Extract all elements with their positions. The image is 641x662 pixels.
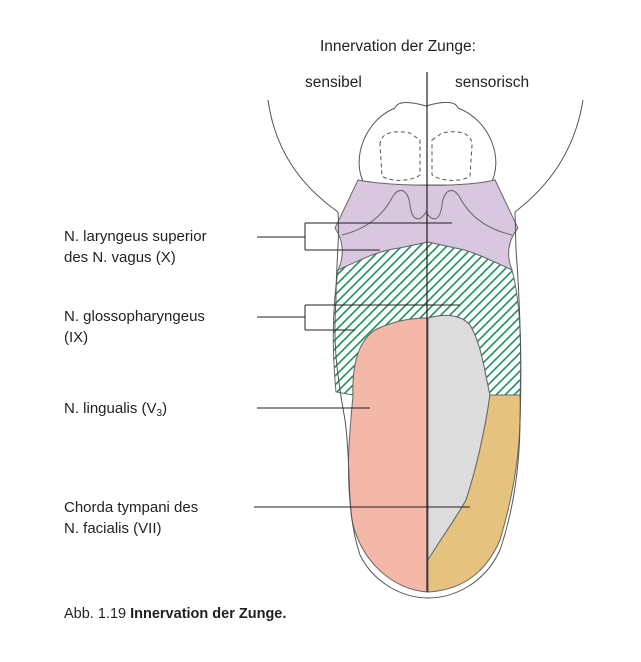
label-chorda-line2: N. facialis (VII) (64, 520, 162, 537)
leader-lines (254, 222, 470, 508)
right-side-label: sensorisch (455, 74, 530, 91)
chorda-tympani-region (427, 394, 521, 593)
label-laryngeus-line1: N. laryngeus superior (64, 228, 207, 245)
label-lingualis-close: ) (162, 400, 168, 417)
caption-title: Innervation der Zunge. (130, 606, 287, 622)
label-lingualis-sub: 3 (156, 408, 163, 419)
label-lingualis-text: N. lingualis (V (64, 400, 157, 417)
label-glosso-line1: N. glossopharyngeus (64, 308, 205, 325)
label-laryngeus-line2: des N. vagus (X) (64, 249, 176, 266)
pharynx-outline-left (267, 99, 339, 213)
tongue-outline (334, 211, 522, 599)
label-chorda-line1: Chorda tympani des (64, 499, 199, 516)
left-side-label: sensibel (305, 74, 362, 91)
label-lingualis: N. lingualis (V3) (64, 398, 167, 424)
leader-laryngeus (257, 222, 452, 251)
lingualis-region (347, 317, 429, 593)
figure-title: Innervation der Zunge: (320, 38, 476, 55)
caption-number: Abb. 1.19 (64, 606, 127, 622)
leader-glosso (257, 304, 460, 331)
epiglottis-dashed-left (379, 131, 421, 181)
epiglottis-dashed-right (431, 131, 473, 181)
vallecula-outline (341, 190, 513, 236)
figure-caption: Abb. 1.19 Innervation der Zunge. (64, 606, 286, 622)
label-glosso-line2: (IX) (64, 329, 89, 346)
pharynx-outline-right (514, 99, 584, 213)
